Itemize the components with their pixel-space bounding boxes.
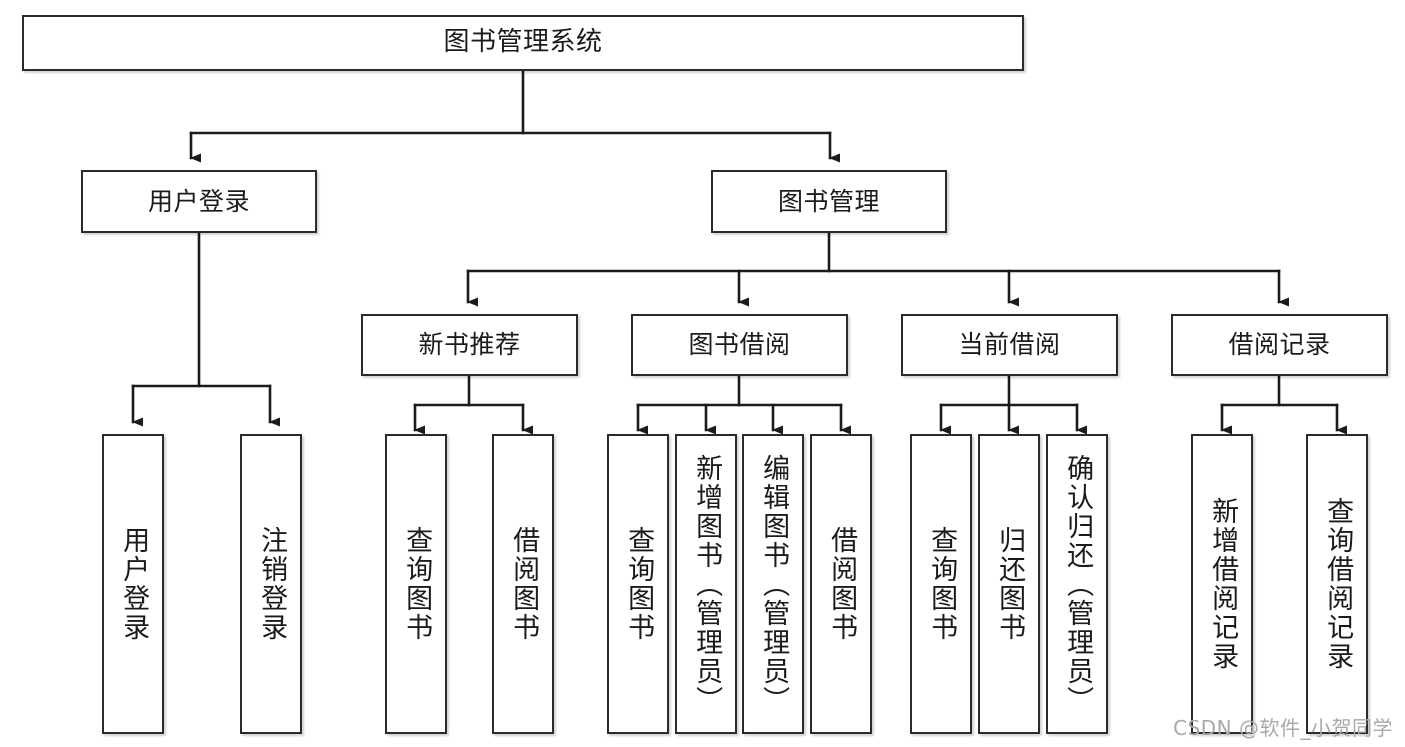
leaf-new-book-query[interactable]: 查询图书 — [385, 434, 447, 734]
leaf-borrow-record-query[interactable]: 查询借阅记录 — [1306, 434, 1368, 734]
node-user-login[interactable]: 用户登录 — [81, 170, 317, 233]
leaf-book-borrow-add[interactable]: 新增图书（管理员） — [675, 434, 737, 734]
node-label: 查询图书 — [401, 526, 433, 642]
leaf-current-borrow-return[interactable]: 归还图书 — [978, 434, 1040, 734]
watermark-text: CSDN @软件_小贺同学 — [1173, 716, 1393, 740]
node-new-book-recommend[interactable]: 新书推荐 — [361, 314, 578, 376]
leaf-current-borrow-query[interactable]: 查询图书 — [910, 434, 972, 734]
node-label: 确认归还（管理员） — [1062, 453, 1094, 715]
node-label: 用户登录 — [147, 186, 250, 216]
node-label: 查询图书 — [926, 526, 958, 642]
connector-group-new-book — [413, 374, 533, 435]
leaf-current-borrow-confirm-return[interactable]: 确认归还（管理员） — [1046, 434, 1108, 734]
node-label: 图书管理系统 — [443, 27, 603, 58]
leaf-borrow-record-add[interactable]: 新增借阅记录 — [1191, 434, 1253, 734]
connector-group-borrow-record — [1220, 374, 1347, 435]
node-label: 归还图书 — [994, 526, 1026, 642]
node-label: 图书管理 — [777, 186, 880, 216]
node-label: 新增借阅记录 — [1207, 497, 1239, 671]
node-label: 查询借阅记录 — [1322, 497, 1354, 671]
node-label: 新增图书（管理员） — [691, 453, 723, 715]
node-label: 借阅图书 — [826, 526, 858, 642]
leaf-book-borrow-edit[interactable]: 编辑图书（管理员） — [742, 434, 804, 734]
node-label: 图书借阅 — [688, 330, 791, 359]
connector-group-book-manage — [466, 231, 1289, 307]
connector-group-current-borrow — [939, 374, 1087, 435]
leaf-book-borrow-query[interactable]: 查询图书 — [607, 434, 669, 734]
connector-group-book-borrow — [636, 374, 851, 435]
node-book-management[interactable]: 图书管理 — [711, 170, 947, 233]
connector-group-root — [189, 69, 840, 163]
node-root-book-management-system[interactable]: 图书管理系统 — [22, 15, 1024, 71]
node-borrow-record[interactable]: 借阅记录 — [1171, 314, 1388, 376]
leaf-new-book-borrow[interactable]: 借阅图书 — [492, 434, 554, 734]
leaf-user-login-logout[interactable]: 注销登录 — [240, 434, 302, 734]
node-label: 注销登录 — [256, 526, 288, 642]
node-label: 用户登录 — [118, 526, 150, 642]
node-label: 借阅图书 — [508, 526, 540, 642]
connector-group-user-login — [131, 231, 280, 427]
node-book-borrow[interactable]: 图书借阅 — [631, 314, 848, 376]
leaf-user-login-login[interactable]: 用户登录 — [102, 434, 164, 734]
node-current-borrow[interactable]: 当前借阅 — [901, 314, 1118, 376]
node-label: 当前借阅 — [958, 330, 1061, 359]
node-label: 查询图书 — [623, 526, 655, 642]
leaf-book-borrow-borrow[interactable]: 借阅图书 — [810, 434, 872, 734]
node-label: 新书推荐 — [418, 330, 521, 359]
node-label: 借阅记录 — [1228, 330, 1331, 359]
node-label: 编辑图书（管理员） — [758, 453, 790, 715]
